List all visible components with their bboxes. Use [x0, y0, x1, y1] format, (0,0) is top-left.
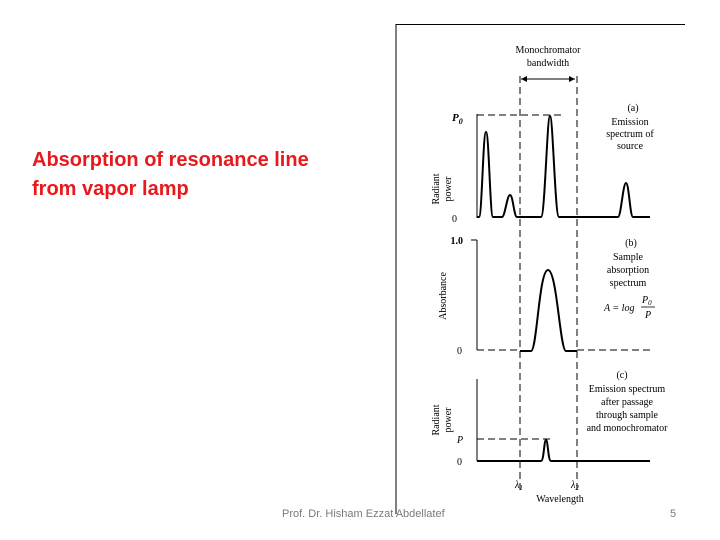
panel-a-y-label-2: power	[443, 176, 454, 202]
panel-a-caption-2: spectrum of	[606, 129, 654, 140]
panel-c-y-label-1: Radiant	[431, 404, 442, 435]
monochromator-label-line2: bandwidth	[527, 58, 569, 69]
panel-c-tag: (c)	[616, 370, 627, 381]
panel-b-caption-1: Sample	[613, 252, 644, 263]
panel-c-caption-3: through sample	[596, 410, 658, 421]
panel-b-caption-2: absorption	[607, 265, 649, 276]
panel-b-equation-lhs: A = log	[603, 303, 634, 314]
panel-a-caption-1: Emission	[611, 117, 648, 128]
slide-title: Absorption of resonance line from vapor …	[32, 149, 309, 200]
panel-b-caption-3: spectrum	[610, 278, 647, 289]
panel-c-caption-4: and monochromator	[587, 423, 668, 434]
panel-b-y-top-label: 1.0	[451, 236, 464, 247]
panel-b-y-zero-label: 0	[457, 346, 462, 357]
panel-a-y-zero-label: 0	[452, 214, 457, 225]
spectra-figure-svg: Monochromator bandwidth (a) Emission spe…	[395, 24, 685, 514]
bandwidth-arrow-left	[521, 76, 527, 82]
panel-a-y-label-1: Radiant	[431, 173, 442, 204]
panel-b-equation-denominator: P	[644, 310, 651, 321]
page-number: 5	[670, 508, 677, 520]
panel-b-y-label: Absorbance	[438, 272, 449, 320]
panel-a-caption-3: source	[617, 141, 644, 152]
panel-c-y-p-label: P	[456, 435, 463, 446]
footer-author: Prof. Dr. Hisham Ezzat Abdellatef	[282, 508, 445, 520]
panel-a-emission-spectrum	[477, 114, 650, 218]
panel-c-y-label-2: power	[443, 407, 454, 433]
spectra-figure: Monochromator bandwidth (a) Emission spe…	[395, 24, 685, 514]
panel-a-tag: (a)	[627, 103, 638, 114]
panel-c-y-zero-label: 0	[457, 457, 462, 468]
bandwidth-arrow-right	[569, 76, 575, 82]
monochromator-label-line1: Monochromator	[516, 45, 582, 56]
panel-c-transmitted-spectrum	[477, 438, 650, 462]
panel-c-caption-2: after passage	[601, 397, 653, 408]
panel-c-caption-1: Emission spectrum	[589, 384, 666, 395]
lambda1-label: λ1	[514, 480, 523, 492]
panel-b-equation-numerator: P0	[641, 295, 652, 307]
panel-b-absorption-band	[520, 268, 577, 352]
panel-a-y-top-label: P0	[452, 112, 463, 126]
x-axis-label: Wavelength	[536, 494, 584, 505]
lambda2-label: λ2	[570, 480, 579, 492]
panel-b-tag: (b)	[625, 238, 637, 249]
